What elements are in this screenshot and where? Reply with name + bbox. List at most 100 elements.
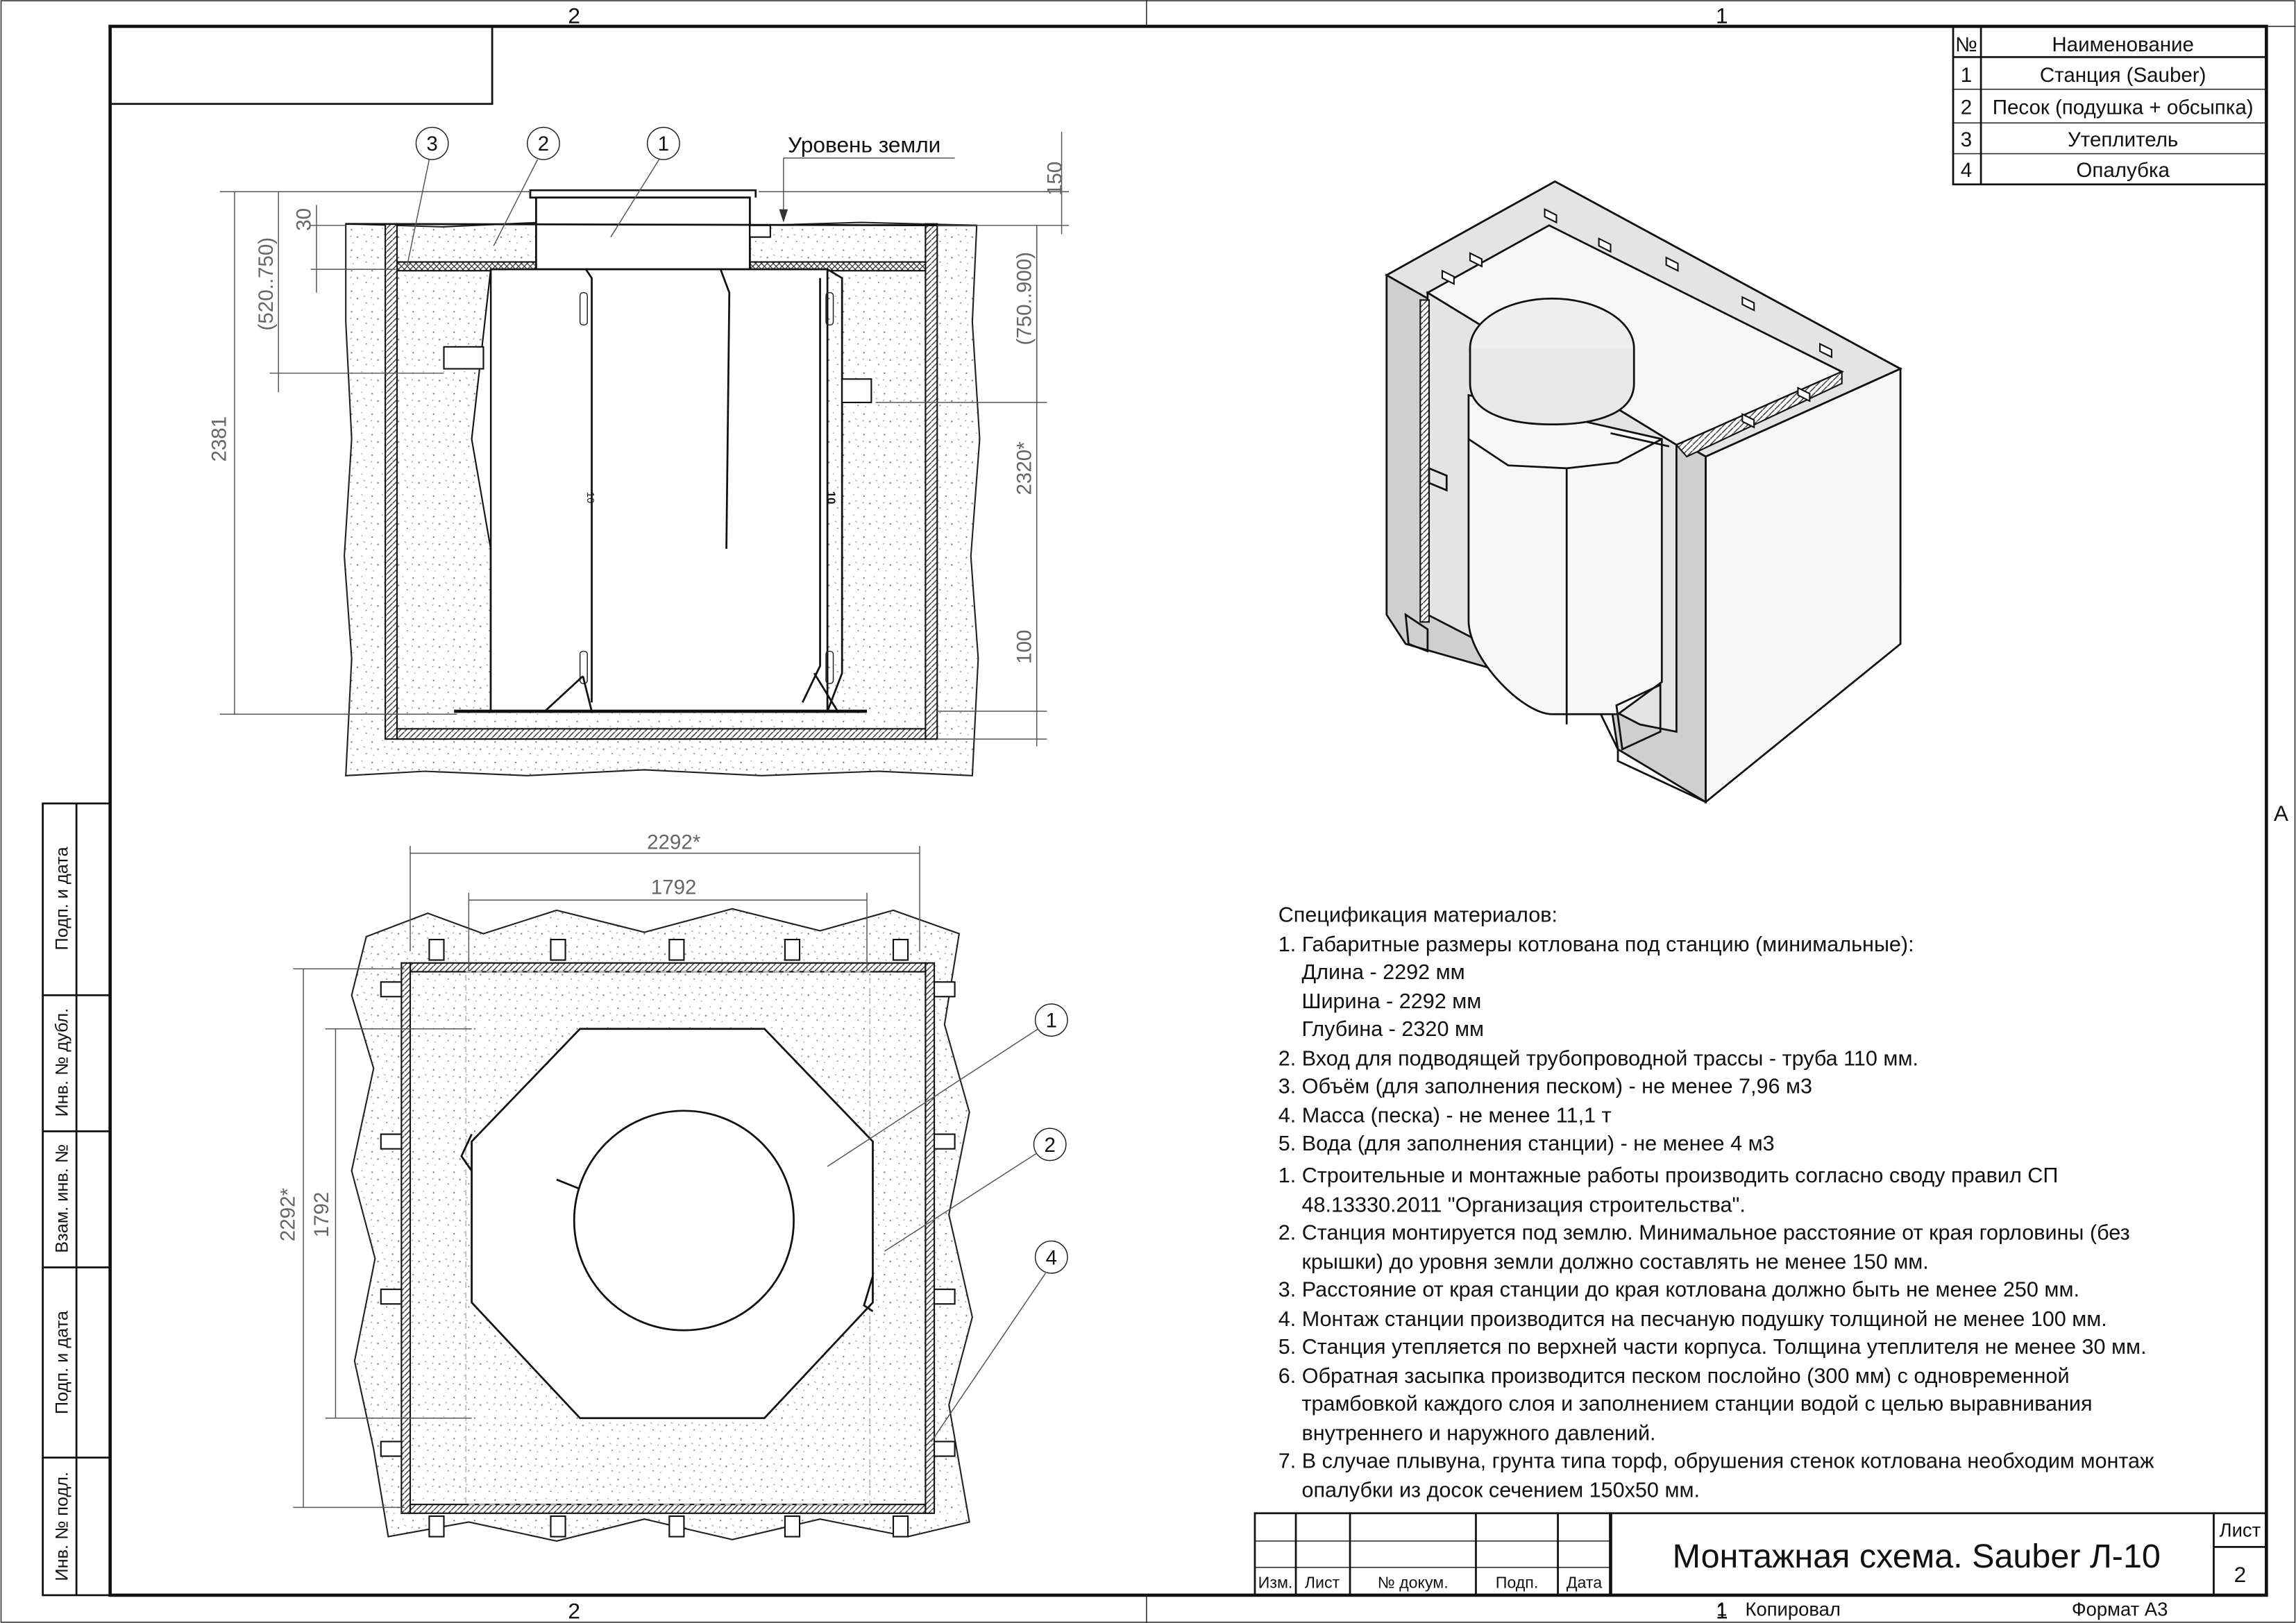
copied-label: Копировал <box>1746 1598 1841 1620</box>
parts-table-row-name: Песок (подушка + обсыпка) <box>1993 96 2254 119</box>
side-stamp-label: Инв. № подл. <box>52 1472 71 1581</box>
title-column-list: Лист <box>1305 1573 1340 1591</box>
formwork-blocks <box>380 938 956 1538</box>
isometric-view <box>1384 180 1903 804</box>
drawing-title: Монтажная схема. Sauber Л-10 <box>1673 1538 2161 1575</box>
section-callouts <box>407 126 680 265</box>
title-column-sign: Подп. <box>1496 1573 1539 1591</box>
spec-note-line: внутреннего и наружного давлений. <box>1301 1421 1655 1445</box>
section-view <box>344 189 981 776</box>
title-column-izm: Изм. <box>1258 1573 1293 1591</box>
callout-2: 2 <box>538 133 549 155</box>
formwork-board <box>784 1515 801 1538</box>
formwork-board <box>934 1289 956 1305</box>
formwork-board <box>550 1515 566 1538</box>
callout-3: 3 <box>426 133 437 155</box>
dim-2292-h: 2292* <box>647 831 701 853</box>
dim-2381: 2381 <box>208 416 230 462</box>
spec-material-line: 3. Объём (для заполнения песком) - не ме… <box>1278 1075 1812 1098</box>
spec-material-line: 2. Вход для подводящей трубопроводной тр… <box>1278 1046 1918 1070</box>
callout-1: 1 <box>1046 1010 1057 1033</box>
title-block <box>1253 1512 2268 1597</box>
spec-material-line: 4. Масса (песка) - не менее 11,1 т <box>1278 1104 1612 1128</box>
spec-note-line: крышки) до уровня земли должно составлят… <box>1301 1250 1928 1274</box>
spec-title: Спецификация материалов: <box>1278 903 1558 927</box>
dim-1792-v: 1792 <box>310 1192 333 1238</box>
formwork-board <box>1441 269 1455 285</box>
formwork-board <box>428 1515 445 1538</box>
ground-level-label: Уровень земли <box>788 132 940 157</box>
spec-note-line: трамбовкой каждого слоя и заполнением ст… <box>1301 1392 2092 1416</box>
formwork-board <box>1819 342 1833 359</box>
parts-table-row-num: 1 <box>1961 64 1972 87</box>
formwork-board <box>934 1133 956 1150</box>
spec-material-line: 1. Габаритные размеры котлована под стан… <box>1278 933 1914 956</box>
parts-table-header-num: № <box>1955 33 1977 56</box>
formwork-board <box>1797 386 1811 402</box>
dim-30: 30 <box>293 208 316 231</box>
spec-note-line: 6. Обратная засыпка производится песком … <box>1278 1364 2070 1388</box>
formwork-board <box>428 938 445 961</box>
zone-label-top-right: 1 <box>1716 3 1728 28</box>
formwork-board <box>1665 256 1679 272</box>
parts-table-row-num: 4 <box>1961 159 1972 182</box>
dim-2320: 2320* <box>1013 441 1036 495</box>
formwork-board <box>934 1441 956 1457</box>
formwork-board <box>1598 237 1612 253</box>
spec-note-line: 1. Строительные и монтажные работы произ… <box>1278 1164 2059 1187</box>
zone-label-bottom-right: 1 <box>1716 1599 1728 1623</box>
side-stamp-label: Подп. и дата <box>52 847 71 951</box>
spec-material-line: Длина - 2292 мм <box>1301 960 1464 984</box>
zone-label-top-left: 2 <box>568 3 580 28</box>
station-mark: 10 <box>584 492 596 503</box>
spec-note-line: 5. Станция утепляется по верхней части к… <box>1278 1335 2147 1359</box>
side-stamp <box>42 802 112 1597</box>
dim-750-900: (750..900) <box>1013 252 1036 346</box>
side-stamp-label: Подп. и дата <box>52 1310 71 1414</box>
dim-100: 100 <box>1013 630 1036 664</box>
parts-table-row-name: Станция (Sauber) <box>2040 64 2206 87</box>
parts-table-row-name: Опалубка <box>2076 159 2170 182</box>
formwork-board <box>892 1515 909 1538</box>
ground-level-leader <box>779 158 955 223</box>
callout-4: 4 <box>1046 1246 1057 1269</box>
dim-2292-v: 2292* <box>276 1187 299 1241</box>
title-column-date: Дата <box>1567 1573 1602 1591</box>
callout-1: 1 <box>658 133 669 155</box>
spec-note-line: 4. Монтаж станции производится на песчан… <box>1278 1307 2107 1331</box>
formwork-board <box>784 938 801 961</box>
spec-material-line: 5. Вода (для заполнения станции) - не ме… <box>1278 1132 1775 1155</box>
sheet-number: 2 <box>2234 1562 2247 1587</box>
spec-note-line: 3. Расстояние от края станции до края ко… <box>1278 1278 2079 1302</box>
formwork-board <box>892 938 909 961</box>
side-stamp-label: Инв. № дубл. <box>52 1008 71 1117</box>
format-label: Формат А3 <box>2072 1598 2168 1620</box>
parts-table-row-num: 3 <box>1961 128 1972 151</box>
dim-150: 150 <box>1044 162 1067 196</box>
formwork-board <box>668 938 685 961</box>
formwork-board <box>380 981 403 998</box>
formwork-board <box>1741 413 1755 429</box>
dim-1792-h: 1792 <box>651 876 697 899</box>
formwork-board <box>550 938 566 961</box>
spec-note-line: 48.13330.2011 "Организация строительства… <box>1301 1193 1745 1216</box>
formwork-board <box>380 1289 403 1305</box>
callout-2: 2 <box>1044 1134 1055 1157</box>
dim-520-750: (520..750) <box>255 237 278 331</box>
parts-table-header-name: Наименование <box>2052 33 2194 56</box>
station-mark: 10 <box>825 491 838 504</box>
plan-view <box>351 908 973 1542</box>
side-stamp-label: Взам. инв. № <box>52 1144 71 1253</box>
spec-material-line: Глубина - 2320 мм <box>1301 1017 1484 1041</box>
section-dimensions <box>219 131 1070 747</box>
zone-label-bottom-left: 2 <box>568 1599 580 1623</box>
formwork-board <box>380 1441 403 1457</box>
parts-table-row-name: Утеплитель <box>2068 128 2178 151</box>
parts-table <box>1952 25 2268 186</box>
parts-table-row-num: 2 <box>1961 96 1972 119</box>
formwork-board <box>1741 296 1755 312</box>
zone-label-right-a: A <box>2274 801 2289 826</box>
spec-note-line: 2. Станция монтируется под землю. Минима… <box>1278 1221 2130 1244</box>
spec-note-line: 7. В случае плывуна, грунта типа торф, о… <box>1278 1449 2154 1472</box>
